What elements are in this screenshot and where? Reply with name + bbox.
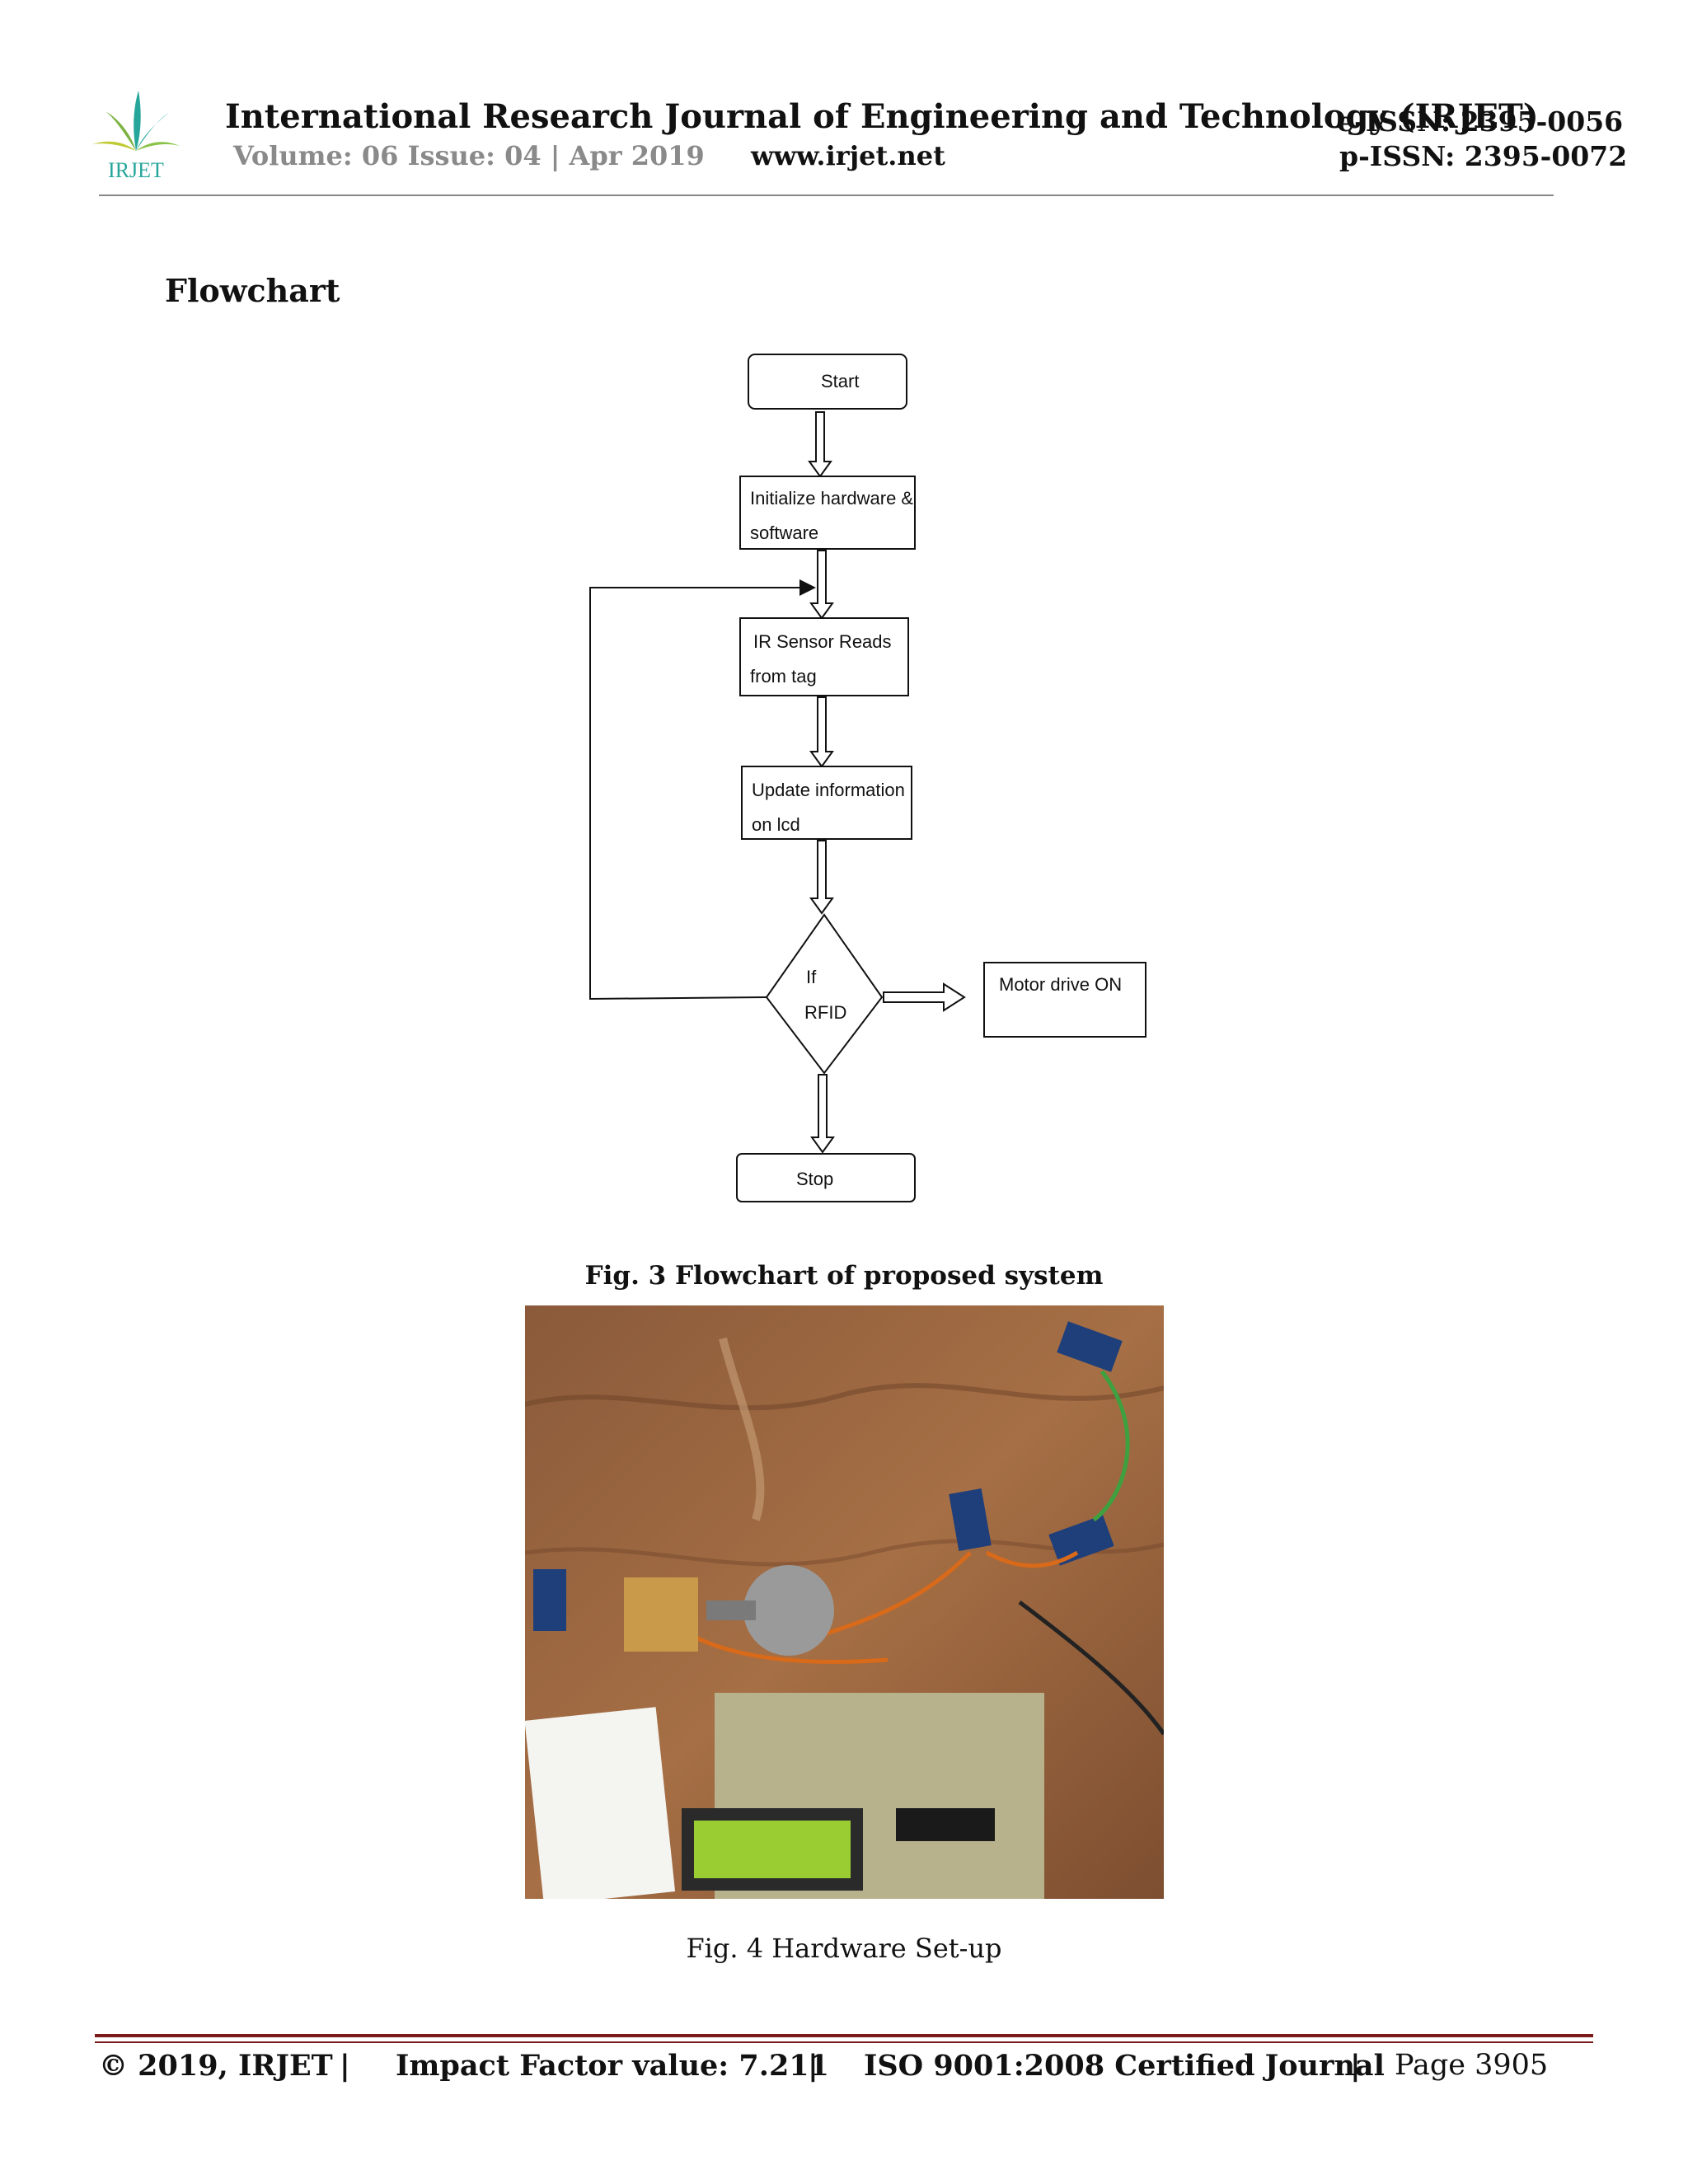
decision-label-2: RFID (804, 1002, 846, 1023)
footer-page-number: Page 3905 (1395, 2049, 1549, 2082)
hardware-setup-photo (525, 1305, 1164, 1899)
arrow-ir-update (809, 696, 834, 768)
logo-leaves-icon (92, 91, 180, 151)
loop-back-line (589, 579, 816, 1001)
update-label-1: Update information (752, 780, 905, 800)
arrow-decision-motor (883, 982, 966, 1012)
update-lcd-node: Update information on lcd (741, 766, 912, 840)
flowchart-diagram: Start Initialize hardware & software IR … (589, 354, 1146, 1202)
initialize-label-2: software (750, 523, 818, 543)
footer-rule-thin (95, 2041, 1593, 2043)
motor-label: Motor drive ON (999, 974, 1122, 995)
eissn: e-ISSN: 2395-0056 (1337, 105, 1624, 138)
fig4-caption: Fig. 4 Hardware Set-up (686, 1933, 1002, 1964)
irjet-logo: IRJET (92, 91, 180, 182)
update-label-2: on lcd (752, 814, 800, 835)
fig3-caption: Fig. 3 Flowchart of proposed system (584, 1261, 1104, 1291)
arrow-start-init (808, 411, 832, 478)
decision-label-1: If (806, 967, 817, 987)
decision-node: If RFID (765, 913, 884, 1075)
start-label: Start (821, 371, 859, 391)
pissn: p-ISSN: 2395-0072 (1339, 140, 1628, 172)
ir-sensor-node: IR Sensor Reads from tag (739, 617, 909, 696)
initialize-node: Initialize hardware & software (739, 476, 916, 550)
arrow-update-decision (809, 840, 834, 915)
footer-rule (95, 2034, 1593, 2037)
motor-node: Motor drive ON (983, 962, 1146, 1038)
footer-separator: | (340, 2049, 350, 2083)
ir-sensor-label-2: from tag (750, 666, 817, 687)
arrow-decision-stop (810, 1074, 835, 1154)
footer-separator: | (808, 2049, 818, 2083)
header-rule (99, 194, 1554, 196)
journal-title: International Research Journal of Engine… (225, 97, 1539, 136)
footer-impact-factor: Impact Factor value: 7.211 (396, 2049, 830, 2083)
start-node: Start (748, 354, 907, 410)
stop-node: Stop (736, 1153, 916, 1202)
footer-iso: ISO 9001:2008 Certified Journal (864, 2049, 1385, 2083)
journal-website: www.irjet.net (751, 140, 945, 171)
footer-separator: | (1350, 2049, 1361, 2083)
logo-text: IRJET (108, 158, 164, 182)
arrow-init-ir (809, 550, 834, 620)
ir-sensor-label-1: IR Sensor Reads (753, 631, 892, 652)
footer-copyright: © 2019, IRJET (99, 2049, 333, 2083)
volume-issue: Volume: 06 Issue: 04 | Apr 2019 (233, 140, 705, 171)
stop-label: Stop (796, 1169, 833, 1189)
initialize-label-1: Initialize hardware & (750, 488, 913, 509)
section-heading: Flowchart (165, 272, 340, 309)
